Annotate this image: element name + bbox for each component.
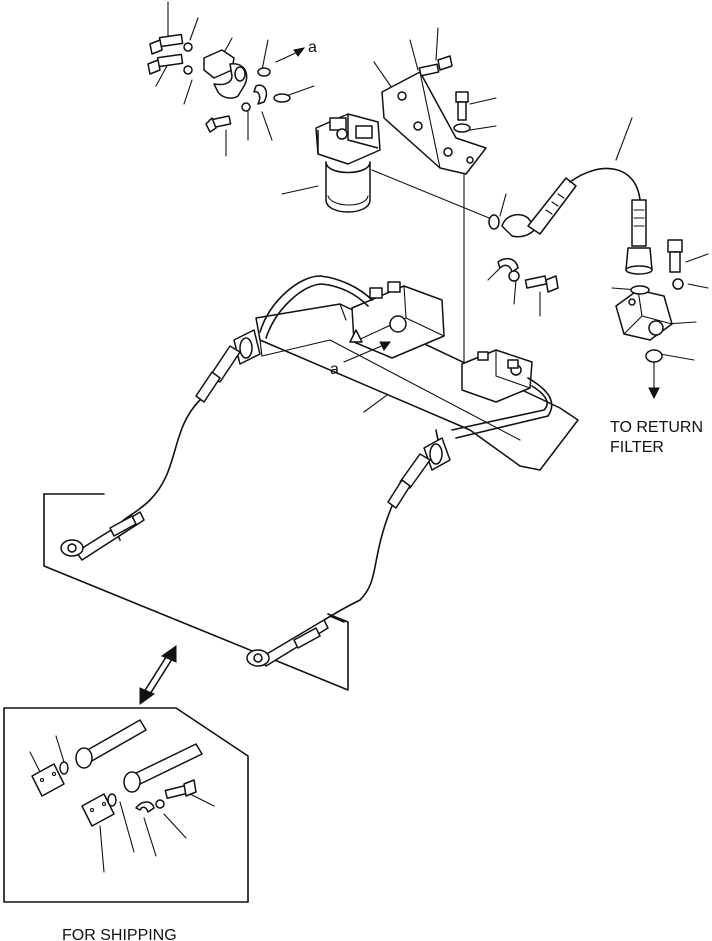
bolt-set-top-left [147,33,193,75]
to-return-label-1: TO RETURN [610,419,703,436]
ref-label-a-mid: a [330,361,339,378]
double-arrow-icon [139,645,177,705]
for-shipping-label: FOR SHIPPING [62,927,177,941]
inset-parts [31,719,203,827]
connector-block-right [615,285,673,400]
shipping-inset-box [3,707,249,903]
coupling-right [387,437,451,509]
hose-right [488,167,653,275]
bracket-bolts [418,55,471,133]
small-parts-right [497,239,684,293]
main-frame [255,281,579,471]
arrow-icon [275,47,306,63]
filter-bracket [381,71,487,175]
elbow-fitting-top [203,49,248,99]
leader-lines [29,1,709,873]
shipping-frame [43,493,349,691]
long-hoses [116,399,393,625]
hose-end-lower [246,619,329,667]
dashed-guides [371,169,495,381]
line-filter [315,113,381,213]
coupling-left [195,329,261,403]
o-ring-top [205,67,291,133]
hose-end-upper [60,511,145,561]
arrow-icon [343,341,391,363]
to-return-label-2: FILTER [610,439,664,456]
ref-label-a-top: a [308,39,317,56]
